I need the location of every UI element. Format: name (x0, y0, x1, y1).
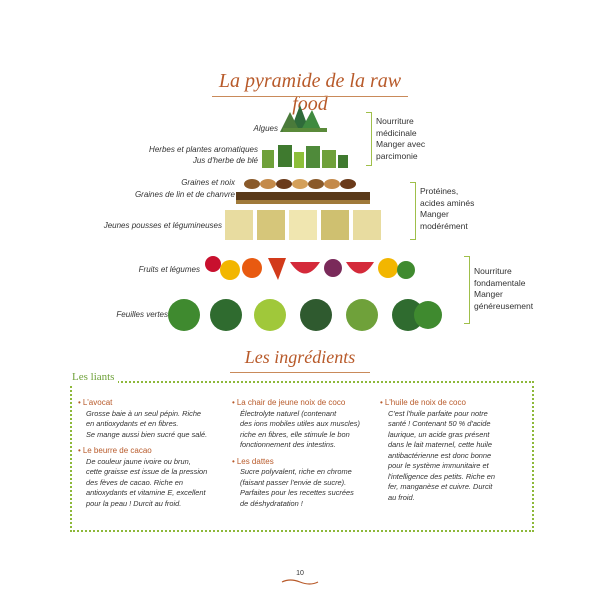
entry-title-huile-coco: •L'huile de noix de coco (380, 398, 466, 407)
bracket-medicinal (366, 112, 372, 166)
entry-body-noix-coco: Électrolyte naturel (contenant des ions … (240, 408, 360, 450)
liants-title: Les liants (68, 371, 119, 383)
label-feuilles: Feuilles vertes (116, 310, 168, 319)
group-fundamental: Nourriture fondamentale Manger généreuse… (474, 266, 534, 311)
ingredients-title: Les ingrédients (244, 347, 356, 367)
fruits-vegetables-icon (205, 256, 415, 280)
sprouts-icon (225, 210, 381, 240)
entry-title-noix-coco: •La chair de jeune noix de coco (232, 398, 346, 407)
bracket-fundamental (464, 256, 470, 324)
entry-body-avocat: Grosse baie à un seul pépin. Riche en an… (86, 408, 208, 439)
liants-box (70, 381, 534, 532)
subtitle-underline (230, 372, 370, 373)
group-proteins: Protéines, acides aminés Manger modéréme… (420, 186, 475, 231)
entry-body-beurre-cacao: De couleur jaune ivoire ou brun, cette g… (86, 456, 208, 508)
entry-body-dattes: Sucre polyvalent, riche en chrome (faisa… (240, 467, 354, 508)
label-graines-1: Graines et noix (181, 178, 235, 187)
entry-title-avocat: •L'avocat (78, 398, 113, 407)
ingredients-col-1: •L'avocat Grosse baie à un seul pépin. R… (78, 398, 228, 515)
label-herbes-2: Jus d'herbe de blé (192, 156, 258, 165)
algae-icon (280, 105, 327, 132)
label-pousses: Jeunes pousses et légumineuses (103, 221, 222, 230)
page-number: 10 (296, 570, 304, 577)
ingredients-col-3: •L'huile de noix de coco C'est l'huile p… (380, 398, 528, 509)
entry-title-dattes: •Les dattes (232, 456, 274, 466)
label-herbes-1: Herbes et plantes aromatiques (149, 145, 258, 154)
seeds-nuts-icon (236, 179, 370, 204)
group-medicinal: Nourriture médicinale Manger avec parcim… (376, 116, 426, 161)
page-title: La pyramide de la raw food (218, 70, 402, 115)
entry-body-huile-coco: C'est l'huile parfaite pour notre santé … (388, 408, 495, 502)
bracket-proteins (410, 182, 416, 240)
herbs-icon (262, 145, 348, 168)
label-graines-2: Graines de lin et de chanvre (134, 190, 235, 199)
title-underline (212, 96, 408, 97)
entry-title-beurre-cacao: •Le beurre de cacao (78, 446, 152, 455)
page-ornament-icon (281, 579, 319, 585)
ingredients-col-2: •La chair de jeune noix de coco Électrol… (232, 398, 382, 515)
label-algues: Algues (253, 124, 278, 133)
leafy-greens-icon (168, 299, 442, 331)
label-fruits: Fruits et légumes (138, 265, 200, 274)
